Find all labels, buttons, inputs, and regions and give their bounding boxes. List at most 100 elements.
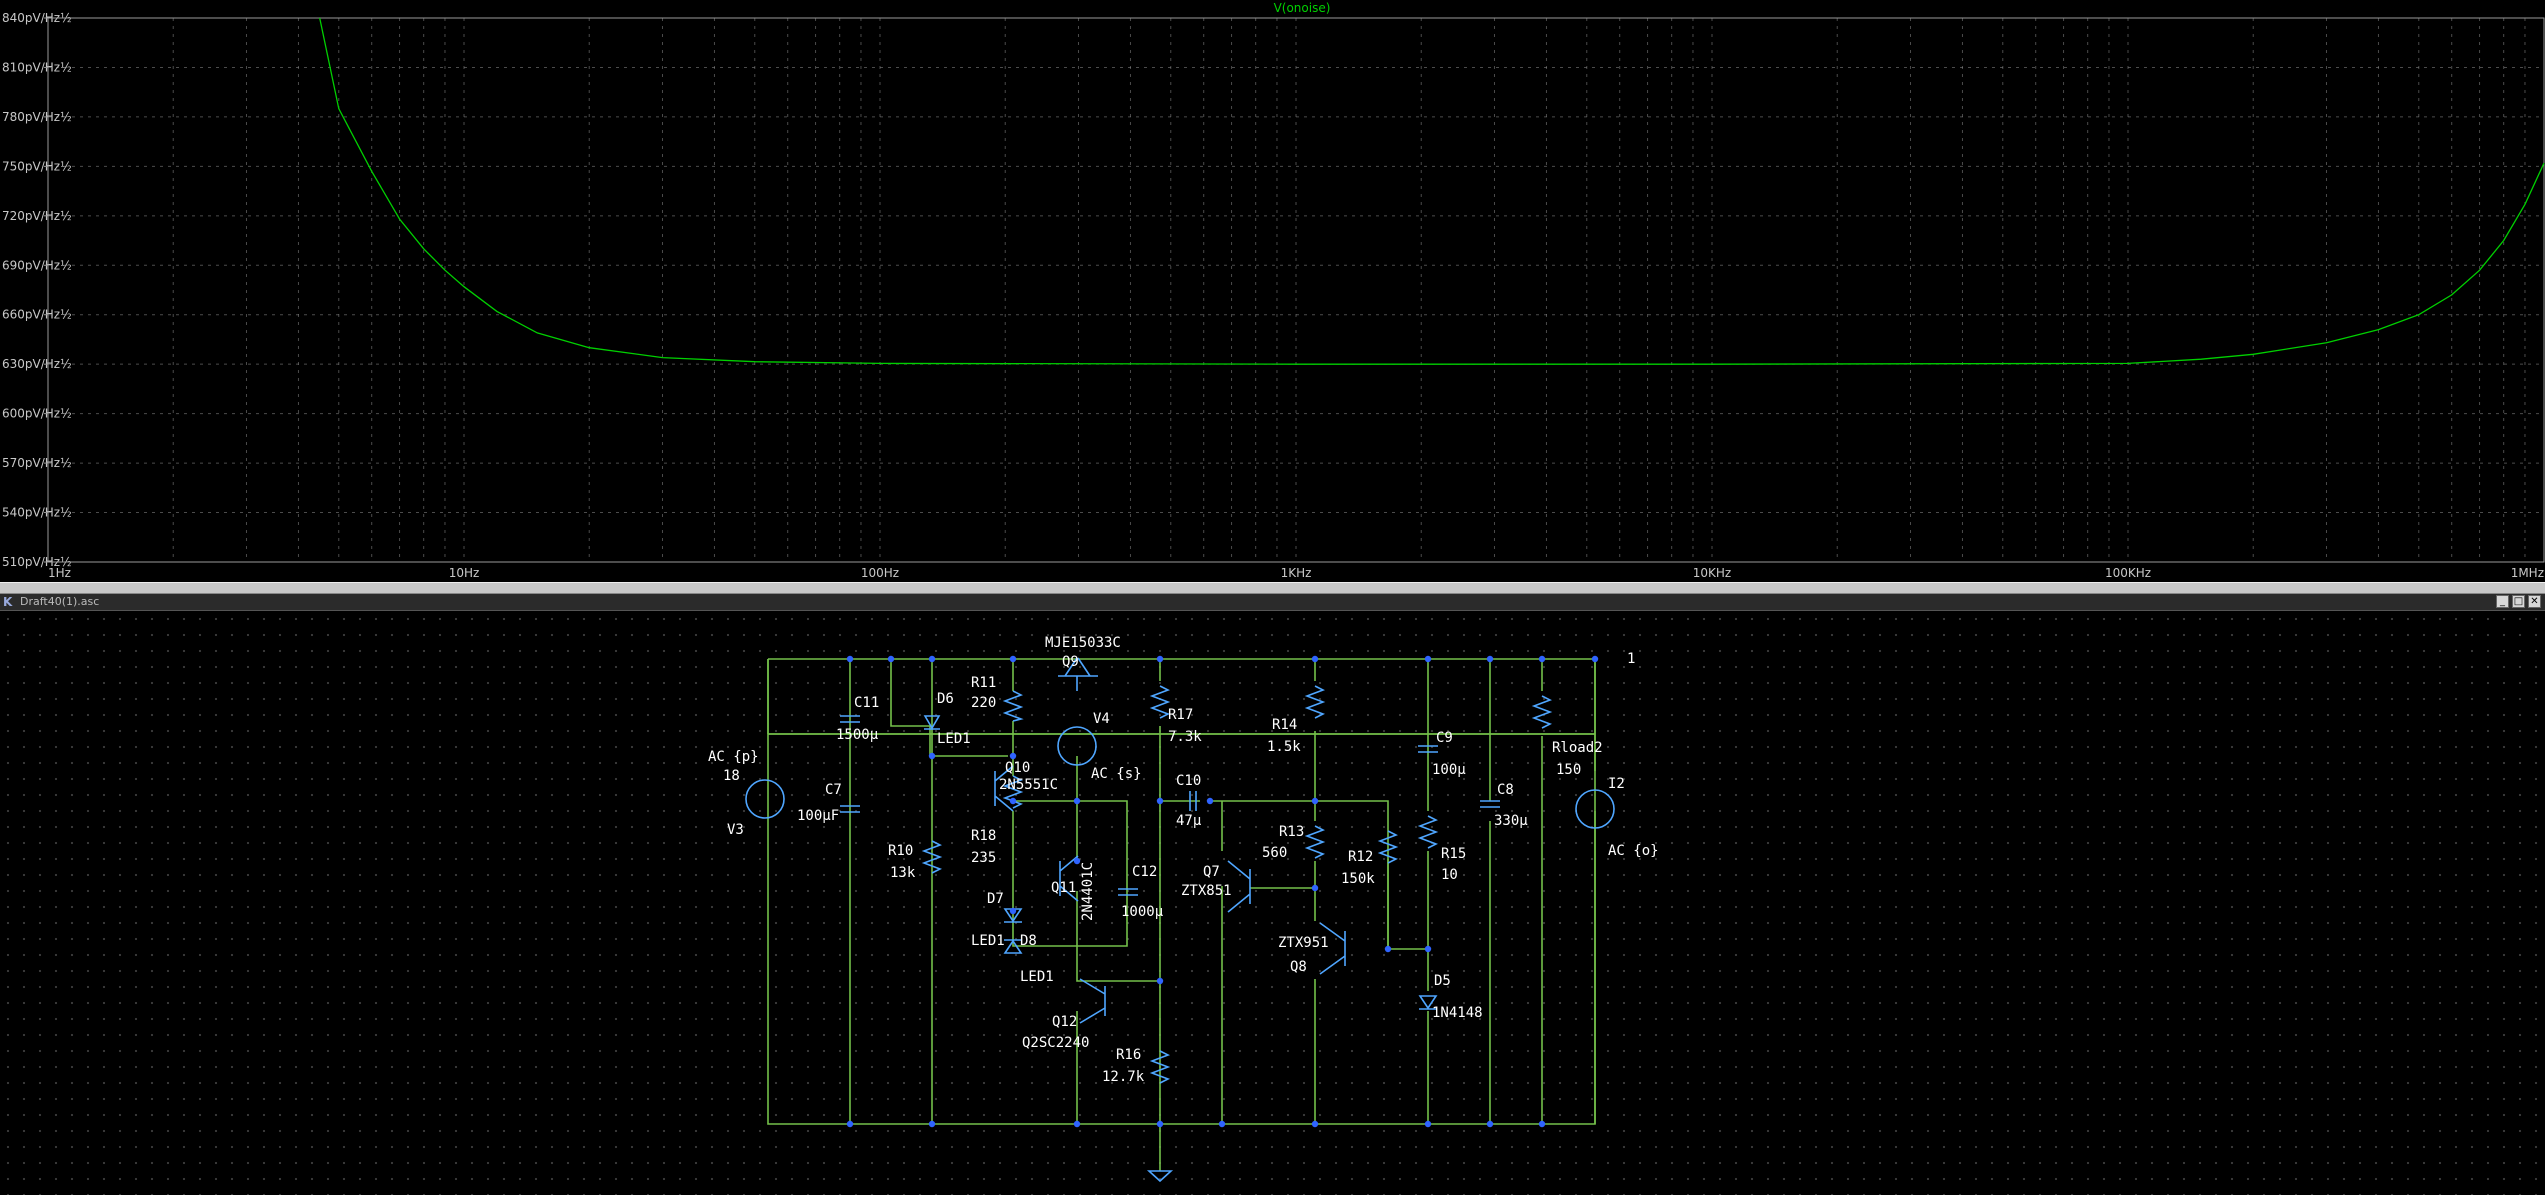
- component-label[interactable]: R14: [1272, 717, 1297, 733]
- component-label[interactable]: C8: [1497, 782, 1514, 798]
- rload2-resistor[interactable]: [1531, 695, 1553, 729]
- i2-source-symbol[interactable]: [1575, 789, 1615, 829]
- component-label[interactable]: Q11: [1051, 880, 1076, 896]
- components[interactable]: [745, 657, 1615, 1084]
- component-label[interactable]: MJE15033C: [1045, 635, 1121, 651]
- component-label[interactable]: ZTX851: [1181, 883, 1232, 899]
- c7-capacitor[interactable]: [840, 805, 860, 813]
- q8-transistor[interactable]: [1319, 922, 1346, 975]
- q10-transistor[interactable]: [994, 765, 1014, 812]
- component-label[interactable]: R15: [1441, 846, 1466, 862]
- component-label[interactable]: 1500µ: [836, 727, 879, 743]
- component-label[interactable]: 100µ: [1432, 762, 1466, 778]
- pane-splitter[interactable]: [0, 582, 2545, 594]
- component-label[interactable]: C12: [1132, 864, 1157, 880]
- component-label[interactable]: 7.3k: [1168, 729, 1202, 745]
- component-label[interactable]: AC {o}: [1608, 843, 1659, 859]
- component-label[interactable]: 10: [1441, 867, 1458, 883]
- v3-source-symbol[interactable]: [745, 779, 785, 819]
- waveform-plot[interactable]: 840pV/Hz½810pV/Hz½780pV/Hz½750pV/Hz½720p…: [0, 0, 2545, 582]
- maximize-button[interactable]: □: [2512, 595, 2525, 608]
- component-label[interactable]: 560: [1262, 845, 1287, 861]
- component-label[interactable]: 1.5k: [1267, 739, 1301, 755]
- component-label[interactable]: D6: [937, 691, 954, 707]
- r13-resistor[interactable]: [1304, 825, 1326, 859]
- d6-diode[interactable]: [923, 715, 941, 730]
- close-button[interactable]: ✕: [2528, 595, 2541, 608]
- component-label[interactable]: 100µF: [797, 808, 839, 824]
- component-label[interactable]: R13: [1279, 824, 1304, 840]
- component-label[interactable]: R16: [1116, 1047, 1141, 1063]
- component-label[interactable]: R10: [888, 843, 913, 859]
- c8-capacitor[interactable]: [1480, 800, 1500, 808]
- d5-diode[interactable]: [1418, 995, 1438, 1010]
- component-label[interactable]: V3: [727, 822, 744, 838]
- component-label[interactable]: 2N4401C: [1080, 862, 1096, 921]
- ltspice-app-icon: K: [3, 595, 13, 609]
- trace-title[interactable]: V(onoise): [1274, 1, 1331, 15]
- minimize-button[interactable]: _: [2496, 595, 2509, 608]
- c12-capacitor[interactable]: [1118, 888, 1138, 896]
- component-label[interactable]: 235: [971, 850, 996, 866]
- component-label[interactable]: Q12: [1052, 1014, 1077, 1030]
- component-label[interactable]: 1N4148: [1432, 1005, 1483, 1021]
- q12-transistor[interactable]: [1079, 978, 1106, 1024]
- c10-capacitor[interactable]: [1189, 791, 1197, 811]
- component-label[interactable]: R12: [1348, 849, 1373, 865]
- component-label[interactable]: C10: [1176, 773, 1201, 789]
- schematic-window-titlebar[interactable]: K Draft40(1).asc _ □ ✕: [0, 594, 2545, 611]
- component-label[interactable]: LED1: [1020, 969, 1054, 985]
- r16-resistor[interactable]: [1149, 1050, 1171, 1084]
- component-label[interactable]: ZTX951: [1278, 935, 1329, 951]
- component-label[interactable]: 2N5551C: [999, 777, 1058, 793]
- component-label[interactable]: AC {s}: [1091, 766, 1142, 782]
- component-label[interactable]: D5: [1434, 973, 1451, 989]
- q11-transistor[interactable]: [1059, 855, 1079, 902]
- component-label[interactable]: Q2SC2240: [1022, 1035, 1089, 1051]
- component-label[interactable]: D7: [987, 891, 1004, 907]
- r17-resistor[interactable]: [1149, 685, 1171, 719]
- component-label[interactable]: C11: [854, 695, 879, 711]
- component-label[interactable]: R18: [971, 828, 996, 844]
- component-label[interactable]: LED1: [937, 731, 971, 747]
- component-label[interactable]: 150: [1556, 762, 1581, 778]
- r12-resistor[interactable]: [1377, 830, 1399, 864]
- r14-resistor[interactable]: [1304, 685, 1326, 719]
- r10-resistor[interactable]: [921, 840, 943, 874]
- component-label[interactable]: 13k: [890, 865, 916, 881]
- component-label[interactable]: 1: [1627, 651, 1635, 667]
- component-label[interactable]: Q7: [1203, 864, 1220, 880]
- component-label[interactable]: 12.7k: [1102, 1069, 1145, 1085]
- component-label[interactable]: V4: [1093, 711, 1110, 727]
- component-label[interactable]: I2: [1608, 776, 1625, 792]
- component-label[interactable]: 220: [971, 695, 996, 711]
- component-label[interactable]: C9: [1436, 730, 1453, 746]
- r15-resistor[interactable]: [1417, 815, 1439, 849]
- component-label[interactable]: D8: [1020, 933, 1037, 949]
- r11-resistor[interactable]: [1002, 690, 1024, 722]
- c9-capacitor[interactable]: [1418, 745, 1438, 753]
- v4-source-symbol[interactable]: [1057, 726, 1097, 766]
- component-label[interactable]: Q10: [1005, 760, 1030, 776]
- q7-transistor[interactable]: [1227, 860, 1251, 913]
- component-label[interactable]: 150k: [1341, 871, 1375, 887]
- q9-transistor[interactable]: [1058, 657, 1098, 691]
- component-label[interactable]: Rload2: [1552, 740, 1603, 756]
- component-label[interactable]: 330µ: [1494, 813, 1528, 829]
- component-label[interactable]: LED1: [971, 933, 1005, 949]
- r18-resistor[interactable]: [1002, 775, 1024, 809]
- component-label[interactable]: AC {p}: [708, 749, 759, 765]
- component-label[interactable]: Q8: [1290, 959, 1307, 975]
- component-label[interactable]: 1000µ: [1121, 904, 1164, 920]
- c11-capacitor[interactable]: [840, 715, 860, 723]
- component-label[interactable]: R17: [1168, 707, 1193, 723]
- component-label[interactable]: C7: [825, 782, 842, 798]
- component-label[interactable]: Q9: [1062, 654, 1079, 670]
- d8-diode[interactable]: [1003, 939, 1023, 954]
- component-label[interactable]: R11: [971, 675, 996, 691]
- component-label[interactable]: 18: [723, 768, 740, 784]
- component-label[interactable]: 47µ: [1176, 813, 1202, 829]
